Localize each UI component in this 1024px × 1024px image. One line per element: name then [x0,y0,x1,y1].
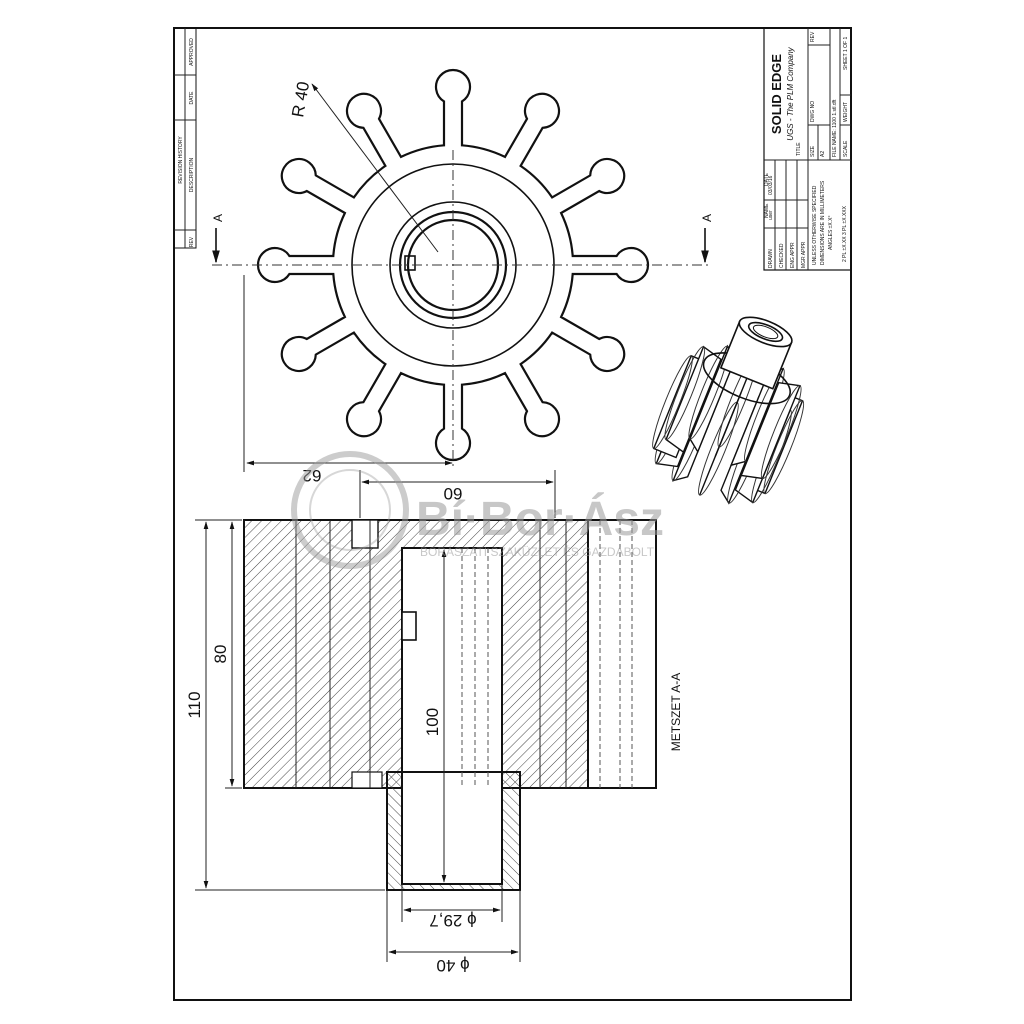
revision-col-date: DATE [189,91,195,105]
watermark-name: Bí·Bor·Ász [416,492,664,546]
watermark: Bí·Bor·Ász BORÁSZATI SZAKÜZLET ÉS GAZDAB… [291,451,664,569]
title-block-role-eng-appr: ENG APPR [790,242,796,268]
title-block-date-header: DATE [764,172,770,186]
impeller-isometric-view [652,316,805,505]
dimension-80: 80 [211,645,230,664]
title-block-name-header: NAME [764,203,770,218]
revision-col-description: DESCRIPTION [189,158,195,193]
title-block-weight: WEIGHT [843,102,849,122]
title-block-company: SOLID EDGE [769,54,784,135]
revision-history-block: REVISION HISTORY REV DESCRIPTION DATE AP… [173,27,197,249]
title-block-note-3: ANGLES ±X.X° [828,216,834,250]
title-block-role-checked: CHECKED [779,243,785,268]
isometric-blade-tip [760,385,802,479]
title-block-drawn-name: user [768,210,774,220]
title-block-file-name: FILE NAME: 1100 1.stl.dft [832,99,838,157]
revision-col-rev: REV [189,236,195,247]
isometric-blade-tip [763,400,805,495]
drawing-border [173,27,852,1001]
title-block-note-2: DIMENSIONS ARE IN MILLIMETERS [820,180,826,265]
title-block-role-mgr-appr: MGR APPR [801,241,807,268]
isometric-blade-tip [664,346,706,441]
dimension-110: 110 [185,691,204,718]
watermark-logo [291,451,409,569]
impeller-outline [256,68,650,462]
radius-leader [311,83,439,253]
dimension-diameter-40: ϕ 40 [436,956,469,975]
isometric-blade-tip [688,345,730,440]
title-block-scale: SCALE [843,140,849,157]
impeller-keyway [404,255,416,271]
dimension-60: 60 [444,484,463,503]
dimension-diameter-29-7: ϕ 29,7 [429,911,476,930]
section-mark-right: A [700,214,714,222]
title-block-note-4: 2 PL ±X.XX 3 PL ±X.XXX [842,205,848,262]
impeller-front-view: R 40 A A 62 [211,68,714,485]
title-block-dwg-label: DWG NO [810,101,816,122]
title-block-rev-label: REV [810,31,816,42]
title-block-role-drawn: DRAWN [768,249,774,268]
section-view-a-a: 60 110 80 100 ϕ 29,7 ϕ 40 METSZET A-A [185,470,683,975]
revision-history-title: REVISION HISTORY [178,136,184,184]
dimension-100: 100 [423,708,442,736]
title-block-tagline: UGS - The PLM Company [786,46,795,140]
title-block-size-value: A2 [820,151,826,157]
title-block: SOLID EDGE UGS - The PLM Company DRAWN C… [763,27,852,271]
section-label: METSZET A-A [669,673,683,751]
section-bore [401,547,503,789]
dimension-radius: R 40 [288,80,313,119]
revision-col-approved: APPROVED [189,38,195,66]
isometric-blade-tip [652,355,693,450]
title-block-drawn-date: 03/03/16 [768,175,774,195]
title-block-sheet: SHEET 1 OF 1 [843,37,849,70]
title-block-size-label: SIZE [810,145,816,157]
section-mark-left: A [211,214,225,222]
title-block-note-1: UNLESS OTHERWISE SPECIFIED [812,185,818,265]
title-block-title-label: TITLE [796,142,802,156]
watermark-tagline: BORÁSZATI SZAKÜZLET ÉS GAZDABOLT [420,544,655,559]
